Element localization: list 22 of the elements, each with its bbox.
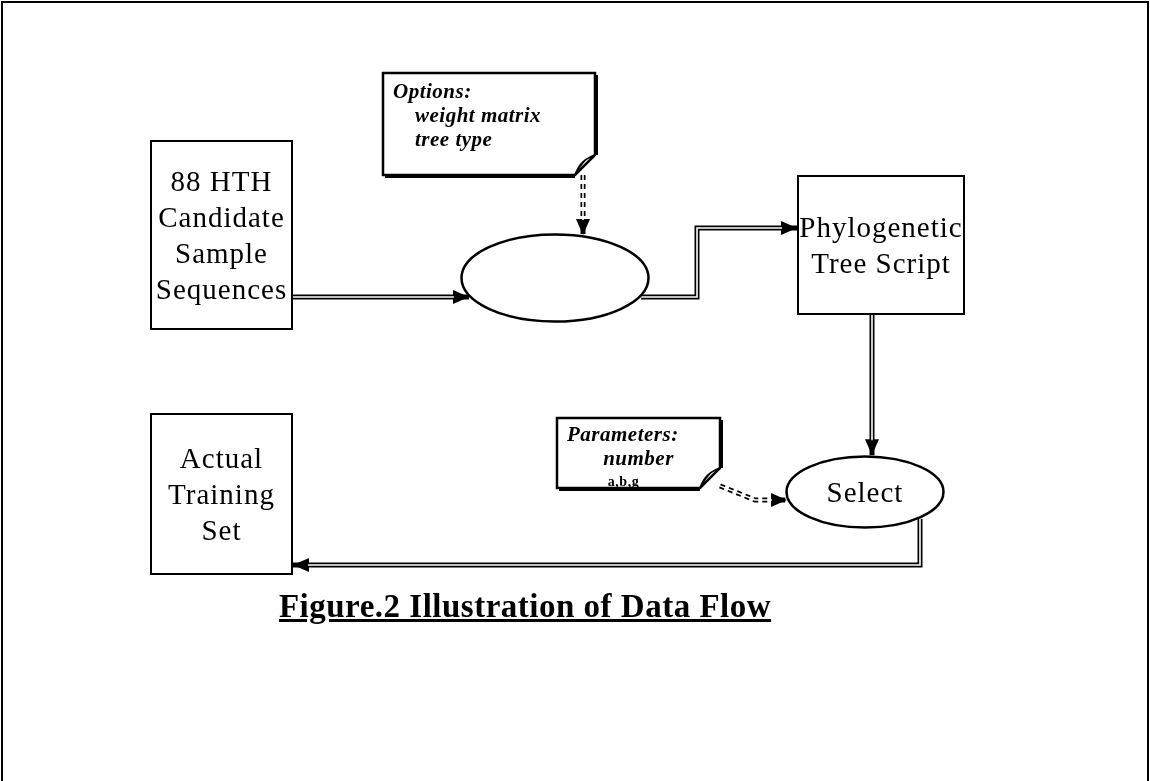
node-label: 88 HTH Candidate Sample Sequences	[154, 164, 289, 307]
process-ellipse	[785, 455, 945, 529]
arrow	[293, 290, 469, 304]
process-ellipse	[460, 233, 650, 323]
figure-title: Figure.2 Illustration of Data Flow	[277, 588, 773, 625]
process-box	[150, 413, 293, 575]
node-label: Actual Training Set	[167, 441, 276, 548]
node-label: Select	[826, 475, 904, 510]
note-text: weight matrix tree type	[414, 103, 543, 151]
process-box	[150, 140, 293, 330]
arrow	[293, 518, 923, 572]
dashed-arrow	[576, 175, 590, 235]
arrow	[865, 315, 879, 456]
process-box	[797, 175, 965, 315]
note-box	[383, 73, 595, 175]
note-heading: Parameters:	[567, 422, 679, 446]
dashed-arrow	[719, 483, 787, 507]
note-box	[557, 418, 720, 488]
note-text: number	[603, 446, 674, 470]
arrow	[641, 221, 797, 300]
node-label: Phylogenetic Tree Script	[799, 210, 963, 281]
note-heading: Options:	[393, 79, 472, 103]
